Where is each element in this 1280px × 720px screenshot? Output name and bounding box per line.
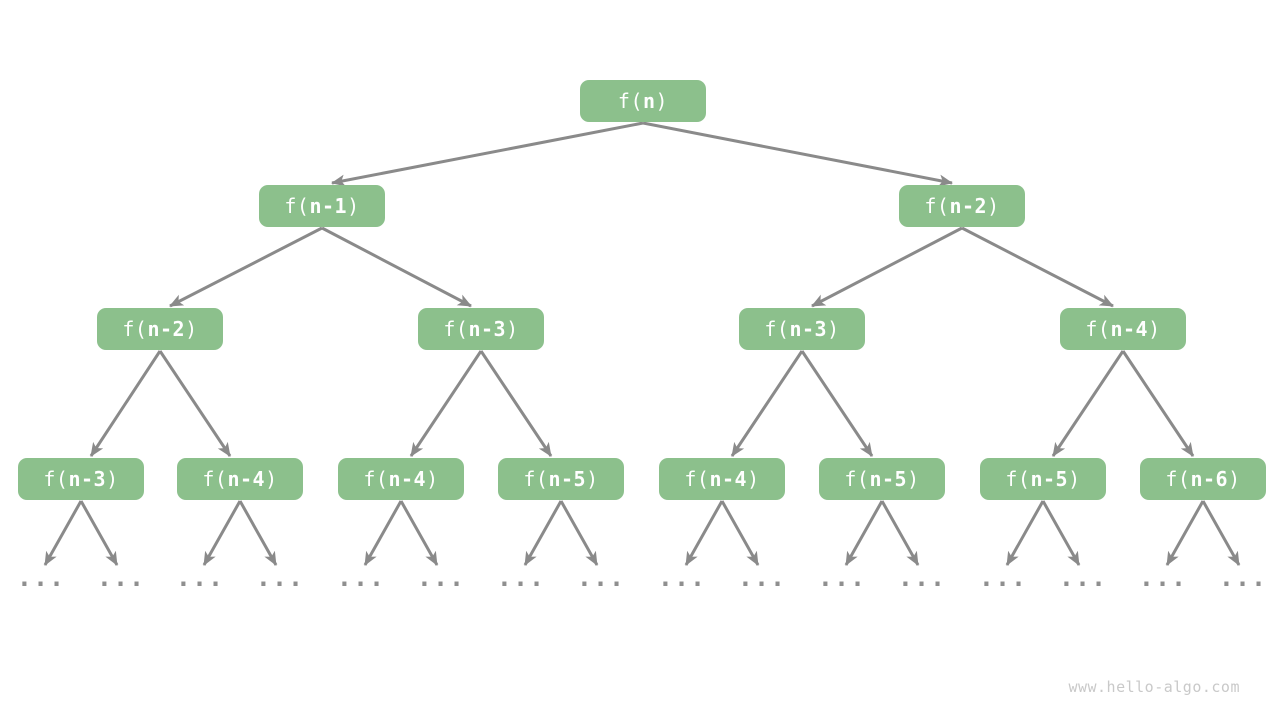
tree-node: f(n-1) <box>259 185 385 227</box>
ellipsis-leaf: ... <box>657 563 707 592</box>
tree-node: f(n-4) <box>338 458 464 500</box>
edge-arrow <box>730 350 804 457</box>
tree-node: f(n-4) <box>177 458 303 500</box>
edge-arrow <box>238 500 278 566</box>
edge-arrow <box>559 500 599 566</box>
edge-arrow <box>642 121 953 187</box>
ellipsis-leaf: ... <box>1138 563 1188 592</box>
edge-arrow <box>169 226 323 308</box>
ellipsis-leaf: ... <box>737 563 787 592</box>
tree-node: f(n-2) <box>899 185 1025 227</box>
edge-arrow <box>800 350 874 457</box>
edge-arrow <box>720 500 760 566</box>
ellipsis-leaf: ... <box>897 563 947 592</box>
edge-arrow <box>43 500 83 566</box>
edge-arrow <box>1165 500 1205 566</box>
edge-arrow <box>363 500 403 566</box>
edge-arrow <box>158 350 232 457</box>
ellipsis-leaf: ... <box>96 563 146 592</box>
edge-arrow <box>961 226 1114 308</box>
ellipsis-leaf: ... <box>416 563 466 592</box>
edge-arrow <box>202 500 242 566</box>
ellipsis-leaf: ... <box>336 563 386 592</box>
edge-arrow <box>811 226 963 308</box>
edge-arrow <box>321 226 472 308</box>
tree-node: f(n-5) <box>980 458 1106 500</box>
edge-arrow <box>1201 500 1241 566</box>
edge-arrow <box>1121 350 1195 457</box>
watermark-text: www.hello-algo.com <box>1068 678 1240 696</box>
edge-arrow <box>399 500 439 566</box>
edge-arrow <box>79 500 119 566</box>
tree-node: f(n-2) <box>97 308 223 350</box>
edge-arrow <box>331 121 644 187</box>
ellipsis-leaf: ... <box>817 563 867 592</box>
ellipsis-leaf: ... <box>175 563 225 592</box>
tree-node: f(n-3) <box>739 308 865 350</box>
tree-node: f(n-5) <box>819 458 945 500</box>
edge-arrow <box>89 350 162 457</box>
tree-node: f(n-3) <box>18 458 144 500</box>
ellipsis-leaf: ... <box>576 563 626 592</box>
ellipsis-leaf: ... <box>1058 563 1108 592</box>
tree-node: f(n-5) <box>498 458 624 500</box>
edge-arrow <box>844 500 884 566</box>
edge-arrow <box>1005 500 1045 566</box>
edge-arrow <box>1041 500 1081 566</box>
edge-arrow <box>1051 350 1125 457</box>
tree-node: f(n-4) <box>1060 308 1186 350</box>
ellipsis-leaf: ... <box>255 563 305 592</box>
edge-arrow <box>880 500 920 566</box>
tree-node: f(n-6) <box>1140 458 1266 500</box>
ellipsis-leaf: ... <box>1218 563 1268 592</box>
ellipsis-leaf: ... <box>978 563 1028 592</box>
edge-arrow <box>684 500 724 566</box>
tree-node: f(n) <box>580 80 706 122</box>
tree-node: f(n-3) <box>418 308 544 350</box>
ellipsis-leaf: ... <box>16 563 66 592</box>
edge-arrow <box>479 350 553 457</box>
edge-arrow <box>523 500 563 566</box>
ellipsis-leaf: ... <box>496 563 546 592</box>
edge-arrow <box>409 350 483 457</box>
tree-node: f(n-4) <box>659 458 785 500</box>
